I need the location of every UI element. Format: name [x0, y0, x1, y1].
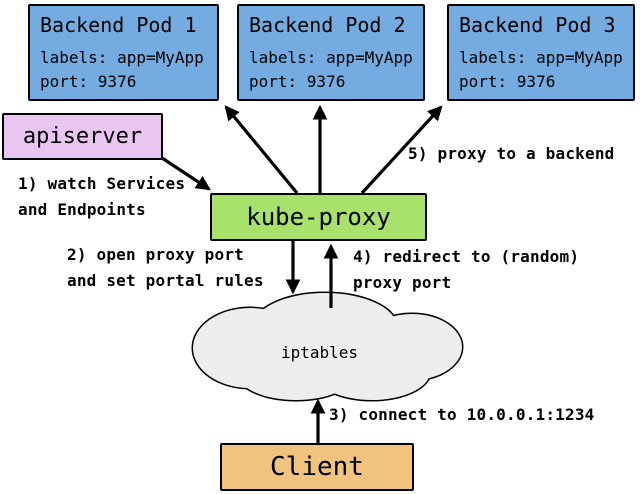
pod-title: Backend Pod 1	[40, 13, 197, 37]
iptables-cloud	[191, 291, 464, 402]
backend-pod-2-box: Backend Pod 2 labels: app=MyApp port: 93…	[237, 4, 425, 101]
arrow-kubeproxy-to-pod1	[224, 105, 299, 195]
pod-labels: labels: app=MyApp	[40, 48, 204, 67]
apiserver-box: apiserver	[2, 113, 163, 160]
arrow-kubeproxy-to-pod3	[360, 105, 443, 195]
apiserver-label: apiserver	[22, 124, 143, 149]
kubeproxy-label: kube-proxy	[246, 203, 391, 231]
client-box: Client	[220, 443, 414, 491]
annotation-step-5: 5) proxy to a backend	[408, 144, 615, 163]
pod-labels: labels: app=MyApp	[459, 48, 623, 67]
pod-title: Backend Pod 2	[249, 13, 406, 37]
annotation-step-3: 3) connect to 10.0.0.1:1234	[329, 405, 595, 424]
arrow-apiserver-to-kubeproxy	[161, 156, 211, 191]
pod-port: port: 9376	[249, 72, 346, 91]
backend-pod-1-box: Backend Pod 1 labels: app=MyApp port: 93…	[28, 4, 219, 101]
pod-port: port: 9376	[459, 72, 556, 91]
kubeproxy-box: kube-proxy	[210, 193, 427, 241]
pod-labels: labels: app=MyApp	[249, 48, 413, 67]
annotation-step-4: 4) redirect to (random) proxy port	[353, 247, 580, 292]
pod-title: Backend Pod 3	[459, 13, 616, 37]
iptables-label: iptables	[281, 343, 359, 362]
client-label: Client	[270, 452, 364, 482]
backend-pod-3-box: Backend Pod 3 labels: app=MyApp port: 93…	[447, 4, 635, 101]
annotation-step-2: 2) open proxy port and set portal rules	[67, 245, 264, 290]
annotation-step-1: 1) watch Services and Endpoints	[18, 174, 186, 219]
pod-port: port: 9376	[40, 72, 137, 91]
